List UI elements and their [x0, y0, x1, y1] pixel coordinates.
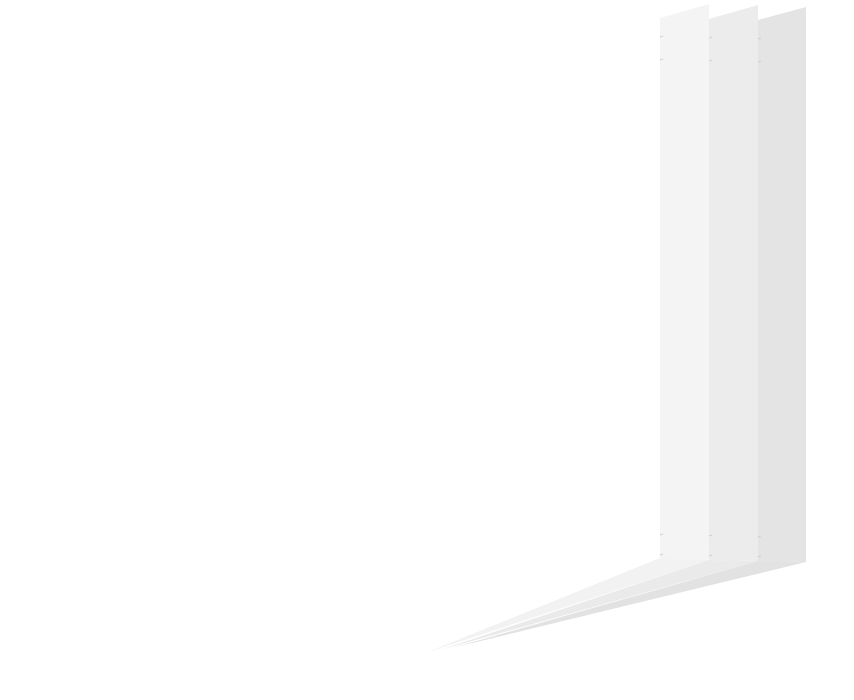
panel-tick-mark	[708, 554, 713, 557]
panel-tick-mark	[659, 35, 664, 38]
panel-shadow	[452, 561, 806, 648]
panel-tick-mark	[708, 59, 713, 62]
panels	[659, 4, 806, 562]
panel-tick-mark	[757, 60, 762, 63]
panel-shadows	[428, 558, 806, 652]
panel-tick-mark	[757, 555, 762, 558]
panel	[660, 4, 709, 560]
panel-tick-mark	[659, 553, 664, 556]
panel-tick-mark	[757, 535, 762, 538]
panel-tick-mark	[659, 533, 664, 536]
panel	[758, 7, 806, 562]
panel-tick-mark	[708, 36, 713, 39]
panel	[709, 5, 758, 561]
panel-shadow	[440, 560, 758, 650]
panel-tick-mark	[757, 37, 762, 40]
panel-shadow	[428, 558, 709, 652]
panel-tick-mark	[708, 534, 713, 537]
panel-tick-mark	[659, 58, 664, 61]
